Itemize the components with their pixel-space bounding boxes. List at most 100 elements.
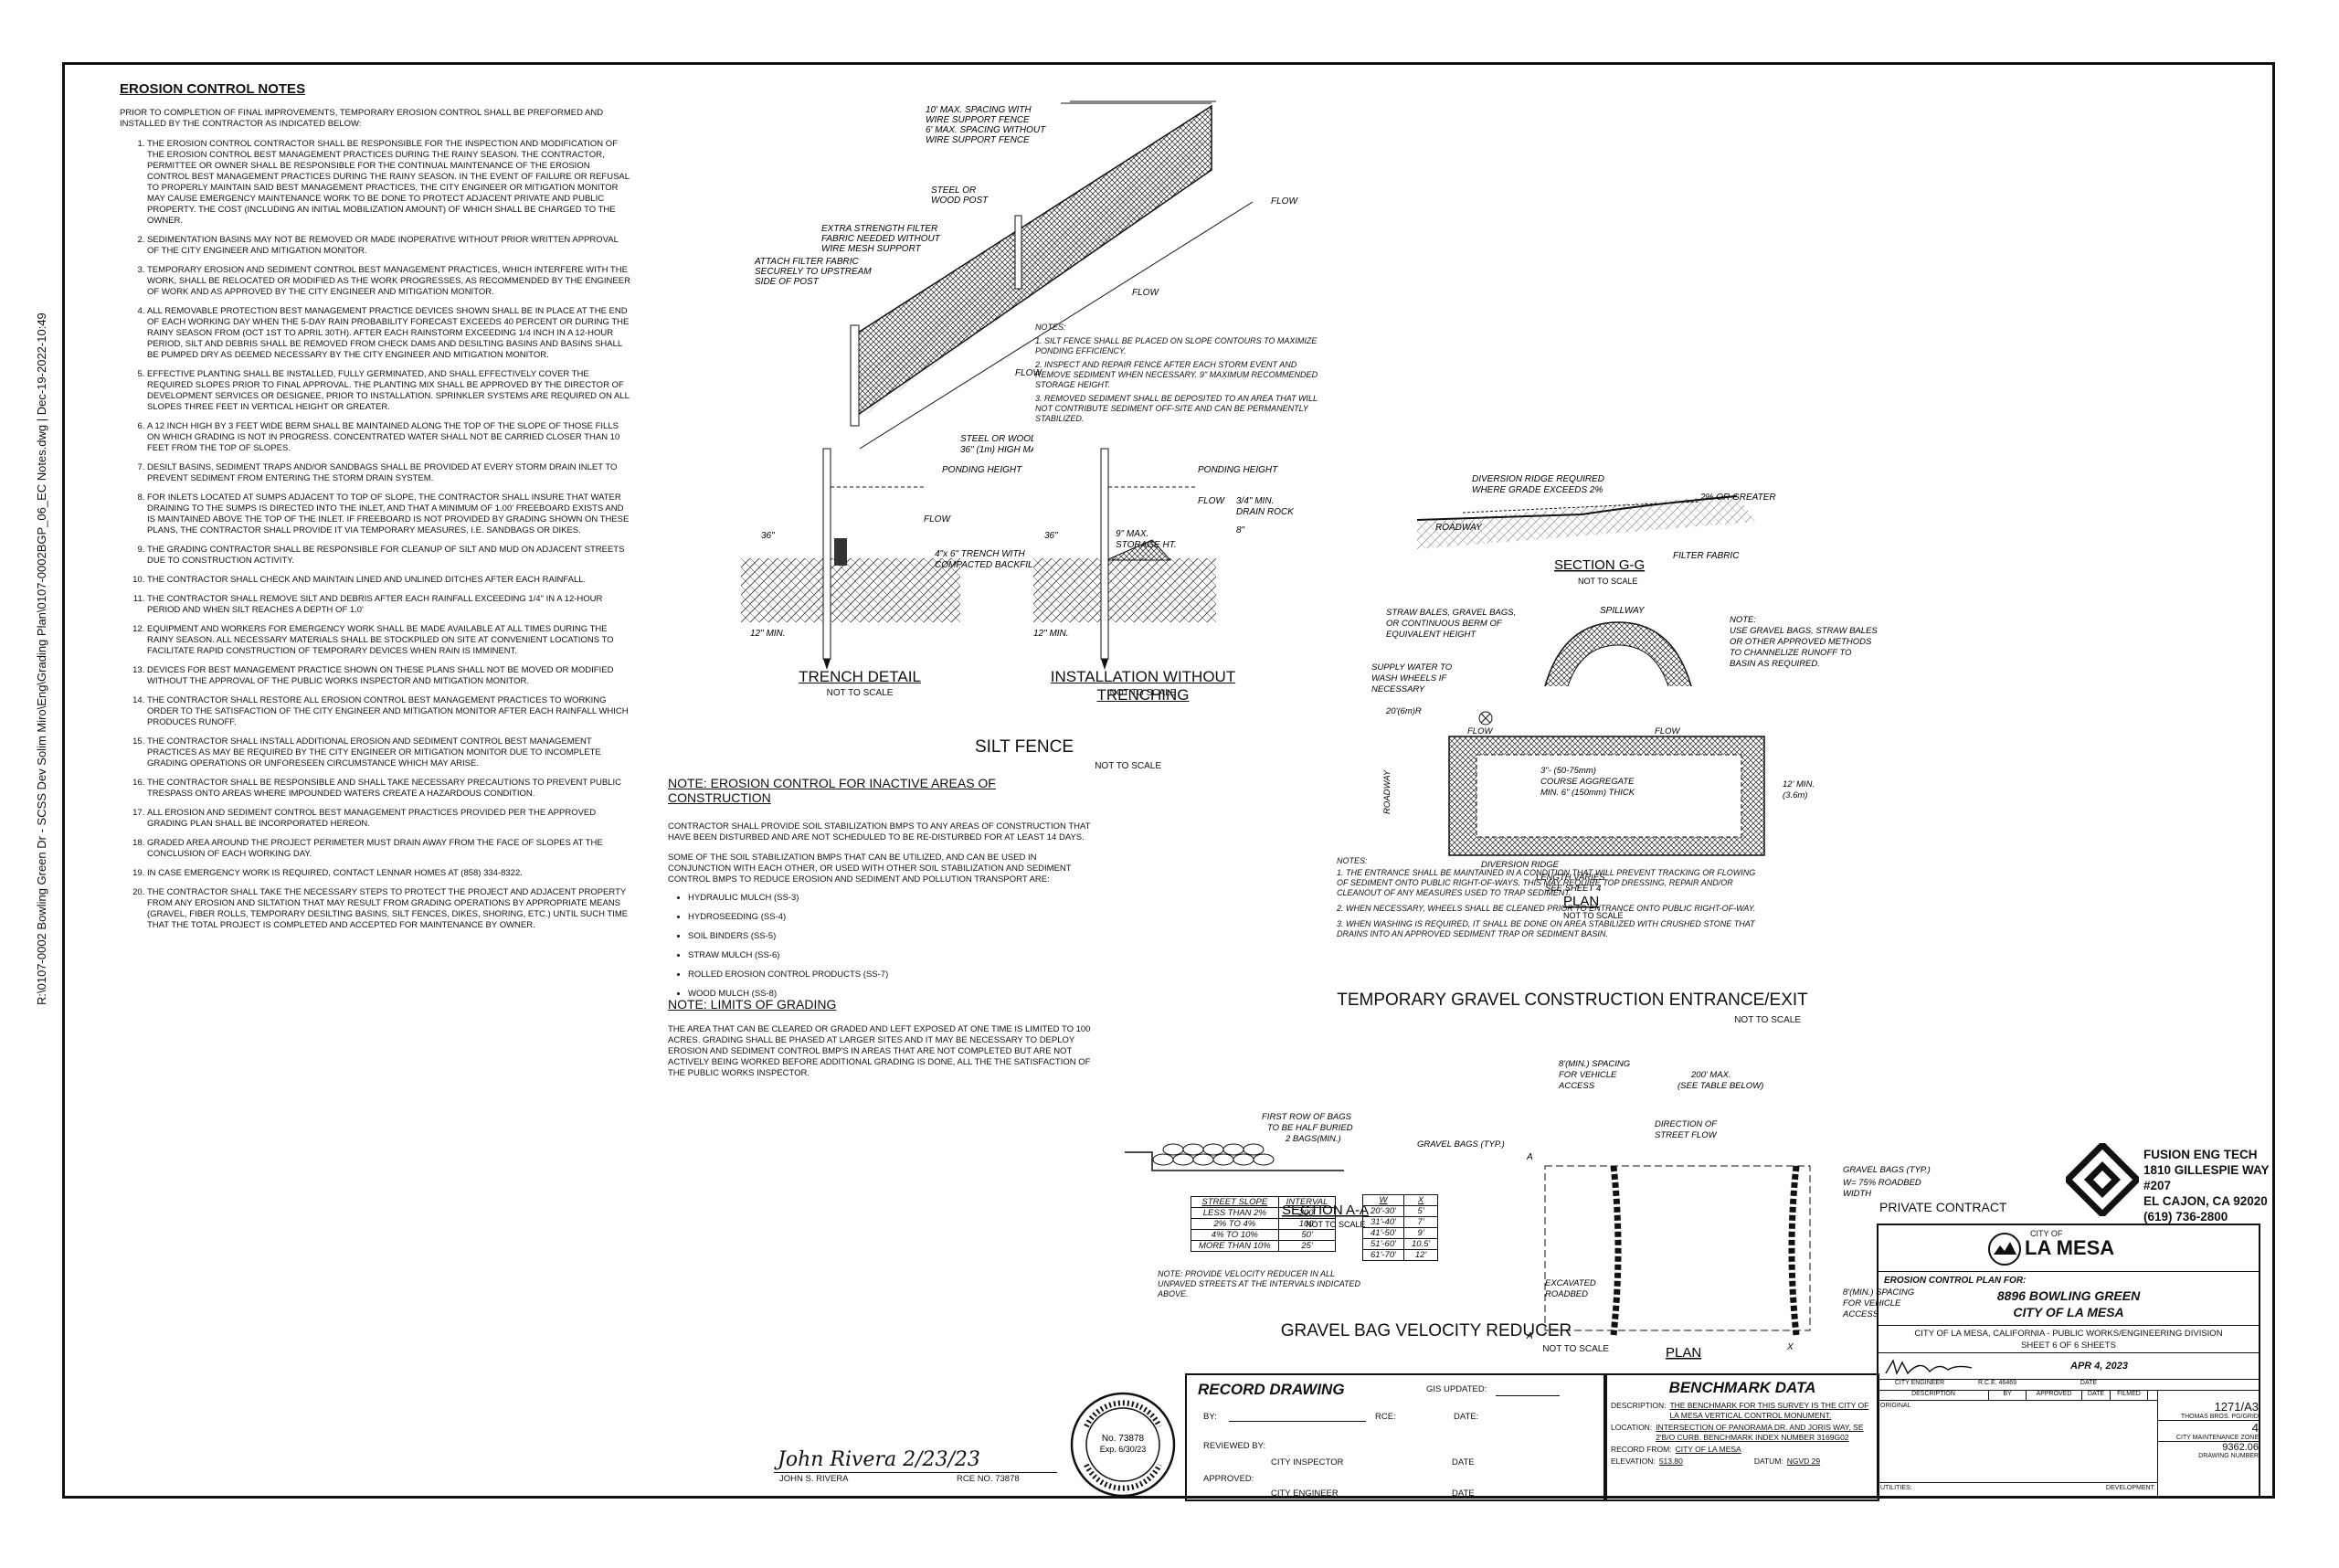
gg-note-3: OR OTHER APPROVED METHODS bbox=[1730, 637, 1872, 647]
revision-header-cell: APPROVED bbox=[2027, 1391, 2082, 1400]
bm-datum: NGVD 29 bbox=[1786, 1457, 1821, 1466]
notes-item: THE CONTRACTOR SHALL CHECK AND MAINTAIN … bbox=[147, 575, 631, 586]
flow-label-3: FLOW bbox=[1015, 368, 1042, 378]
firm-phone: (619) 736-2800 bbox=[2143, 1210, 2228, 1224]
no-trench-post bbox=[1100, 448, 1109, 660]
gb-spacing-2: FOR VEHICLE bbox=[1559, 1070, 1617, 1080]
bm-elev: 513.80 bbox=[1658, 1457, 1683, 1466]
slope-cell: 25' bbox=[1277, 1240, 1337, 1252]
record-inspector: CITY INSPECTOR bbox=[1271, 1457, 1344, 1467]
label-fabric-2: FABRIC NEEDED WITHOUT bbox=[821, 234, 941, 244]
record-engineer: CITY ENGINEER bbox=[1271, 1489, 1339, 1499]
gg-min12-2: (3.6m) bbox=[1783, 790, 1807, 800]
no-trench-drawing: 36" 12" MIN. 8" PONDING HEIGHT FLOW 3/4"… bbox=[1033, 448, 1295, 670]
aa-first-2: TO BE HALF BURIED bbox=[1267, 1123, 1353, 1133]
no-trench-flow: FLOW bbox=[1198, 496, 1225, 506]
gb-excavated-2: ROADBED bbox=[1545, 1289, 1588, 1299]
drawing-sheet: EROSION CONTROL NOTES PRIOR TO COMPLETIO… bbox=[62, 62, 2275, 1501]
slope-cell: MORE THAN 10% bbox=[1191, 1240, 1279, 1252]
no-trench-rock-2: DRAIN ROCK bbox=[1236, 507, 1295, 517]
gb-dir-1: DIRECTION OF bbox=[1655, 1119, 1718, 1129]
notes-item: A 12 INCH HIGH BY 3 FEET WIDE BERM SHALL… bbox=[147, 421, 631, 454]
notes-item: ALL EROSION AND SEDIMENT CONTROL BEST MA… bbox=[147, 808, 631, 830]
notes-item: ALL REMOVABLE PROTECTION BEST MANAGEMENT… bbox=[147, 306, 631, 361]
record-rce: RCE: bbox=[1375, 1412, 1396, 1422]
city-seal-icon bbox=[1988, 1233, 2021, 1266]
drain-rock bbox=[1106, 539, 1172, 561]
label-fabric-3: WIRE MESH SUPPORT bbox=[821, 244, 922, 254]
gravel-bag-drawing: FIRST ROW OF BAGS TO BE HALF BURIED 2 BA… bbox=[1125, 1059, 1931, 1361]
aa-bags-min: 2 BAGS(MIN.) bbox=[1285, 1134, 1341, 1144]
slope-row: 2% TO 4%100' bbox=[1191, 1218, 1337, 1230]
gg-agg-1: 3"- (50-75mm) bbox=[1540, 766, 1596, 776]
no-trench-storage: 9" MAX. bbox=[1116, 529, 1148, 539]
gg-straw-2: OR CONTINUOUS BERM OF bbox=[1386, 619, 1503, 629]
no-trench-ponding: PONDING HEIGHT bbox=[1198, 465, 1278, 475]
notes-intro: PRIOR TO COMPLETION OF FINAL IMPROVEMENT… bbox=[120, 108, 604, 129]
tb-no2: 4 bbox=[2251, 1421, 2259, 1435]
gb-spacing-3: ACCESS bbox=[1558, 1081, 1595, 1091]
notes-item: IN CASE EMERGENCY WORK IS REQUIRED, CONT… bbox=[147, 868, 631, 879]
label-spacing-3: 6' MAX. SPACING WITHOUT bbox=[926, 125, 1046, 135]
gg-diversion-1: DIVERSION RIDGE REQUIRED bbox=[1472, 474, 1604, 484]
record-date: DATE: bbox=[1454, 1412, 1479, 1422]
approval-row: APR 4, 2023 CITY ENGINEER R.C.E. 46469 D… bbox=[1879, 1353, 2259, 1391]
gg-agg-3: MIN. 6" (150mm) THICK bbox=[1540, 788, 1635, 798]
gb-w-1: W= 75% ROADBED bbox=[1843, 1178, 1921, 1188]
wx-row: 20'-30'5' bbox=[1362, 1205, 1439, 1217]
silt-fence-nts: NOT TO SCALE bbox=[1095, 761, 1161, 771]
silt-note-2: 2. INSPECT AND REPAIR FENCE AFTER EACH S… bbox=[1035, 360, 1318, 389]
tb-city-line: CITY OF LA MESA bbox=[2013, 1305, 2124, 1319]
slope-header: STREET SLOPE bbox=[1191, 1196, 1279, 1208]
section-bags bbox=[1152, 1143, 1275, 1166]
gg-plan-nts: NOT TO SCALE bbox=[1563, 911, 1624, 920]
ge-note-2: 2. WHEN NECESSARY, WHEELS SHALL BE CLEAN… bbox=[1337, 904, 1756, 913]
wx-row: 41'-50'9' bbox=[1362, 1227, 1439, 1239]
wx-header: X bbox=[1402, 1194, 1439, 1206]
benchmark-box: BENCHMARK DATA DESCRIPTION:THE BENCHMARK… bbox=[1605, 1373, 1879, 1501]
trench-detail-nts: NOT TO SCALE bbox=[826, 688, 894, 698]
gg-flow-1: FLOW bbox=[1467, 726, 1493, 736]
reference-numbers: 1271/A3 THOMAS BROS. PG/GRID 4 CITY MAIN… bbox=[2158, 1391, 2259, 1499]
wx-cell: 41'-50' bbox=[1362, 1227, 1404, 1239]
flow-label-2: FLOW bbox=[1132, 288, 1159, 298]
wx-cell: 61'-70' bbox=[1362, 1249, 1404, 1261]
slope-cell: 200' bbox=[1277, 1207, 1337, 1219]
inactive-bullet: HYDRAULIC MULCH (SS-3) bbox=[688, 893, 1097, 904]
gg-min12-1: 12' MIN. bbox=[1783, 779, 1815, 789]
no-trench-title: INSTALLATION WITHOUT TRENCHING bbox=[1050, 668, 1236, 704]
notes-item: THE CONTRACTOR SHALL INSTALL ADDITIONAL … bbox=[147, 736, 631, 769]
inactive-bullet: SOIL BINDERS (SS-5) bbox=[688, 931, 1097, 942]
gb-plan-title: PLAN bbox=[1666, 1345, 1701, 1361]
gg-supply-3: NECESSARY bbox=[1371, 684, 1425, 694]
tb-address: 8896 BOWLING GREEN bbox=[1996, 1288, 2141, 1303]
silt-fence-notes: NOTES: 1. SILT FENCE SHALL BE PLACED ON … bbox=[1035, 323, 1318, 424]
gb-spacing2-2: FOR VEHICLE bbox=[1843, 1298, 1901, 1308]
notes-item: THE EROSION CONTROL CONTRACTOR SHALL BE … bbox=[147, 139, 631, 227]
notes-item: EQUIPMENT AND WORKERS FOR EMERGENCY WORK… bbox=[147, 624, 631, 657]
wx-cell: 10.5' bbox=[1402, 1238, 1439, 1250]
inactive-p1: CONTRACTOR SHALL PROVIDE SOIL STABILIZAT… bbox=[668, 821, 1091, 842]
gg-supply-2: WASH WHEELS IF bbox=[1371, 673, 1447, 683]
gg-plan-roadway: ROADWAY bbox=[1382, 769, 1392, 814]
record-drawing-box: RECORD DRAWING GIS UPDATED: BY: RCE: DAT… bbox=[1185, 1373, 1605, 1501]
record-approved: APPROVED: bbox=[1203, 1474, 1254, 1484]
label-attach-3: SIDE OF POST bbox=[755, 277, 820, 287]
gg-section-nts: NOT TO SCALE bbox=[1578, 577, 1638, 586]
tb-drawing: DRAWING NUMBER bbox=[2198, 1453, 2259, 1459]
firm-name: FUSION ENG TECH bbox=[2143, 1148, 2258, 1161]
label-spacing-2: WIRE SUPPORT FENCE bbox=[926, 115, 1030, 125]
trench-trench-label: 4"x 6" TRENCH WITH bbox=[935, 549, 1026, 559]
trench-post bbox=[822, 448, 831, 660]
notes-item: FOR INLETS LOCATED AT SUMPS ADJACENT TO … bbox=[147, 493, 631, 536]
city-engineer-signature bbox=[1885, 1359, 1973, 1375]
no-trench-soil bbox=[1033, 558, 1216, 622]
tb-city: LA MESA bbox=[2025, 1236, 2115, 1259]
gg-div-ridge: DIVERSION RIDGE bbox=[1481, 860, 1560, 870]
trench-detail-drawing: 36" 12" MIN. PONDING HEIGHT FLOW STEEL O… bbox=[741, 434, 1033, 670]
record-date2: DATE bbox=[1452, 1457, 1475, 1467]
